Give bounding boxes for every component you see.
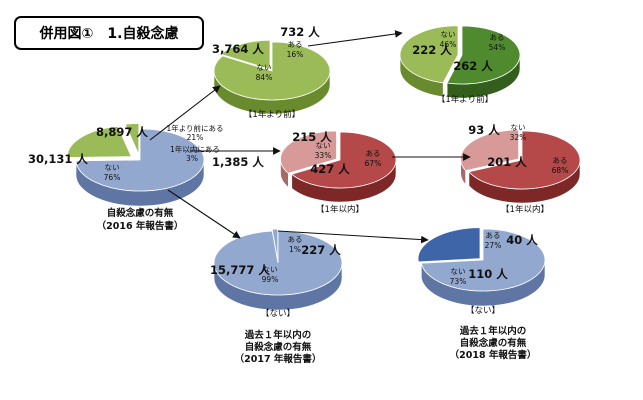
- chart-caption: 過去１年以内の: [244, 329, 312, 341]
- pie-chart-2: [213, 39, 331, 115]
- slice-count-label: 227 人: [301, 243, 341, 257]
- slice-category-label: ある: [288, 40, 303, 49]
- slice-count-label: 201 人: [487, 155, 527, 169]
- slice-share-label: 16%: [287, 50, 304, 59]
- pie-slice: [417, 227, 481, 263]
- slice-category-label: ある: [288, 235, 303, 244]
- pie-slice: [213, 230, 343, 296]
- slice-share-label: 76%: [104, 173, 121, 182]
- pie-chart-7: [417, 227, 546, 307]
- chart-caption: 自殺念慮の有無: [460, 337, 527, 349]
- slice-count-label: 15,777 人: [210, 263, 270, 277]
- slice-share-label: 32%: [510, 133, 527, 142]
- pie-chart-5: [399, 25, 521, 99]
- pie-chart-3: [280, 130, 397, 203]
- chart-caption: 【1年より前】: [244, 109, 300, 120]
- chart-caption: 【ない】: [466, 306, 500, 316]
- slice-share-label: 68%: [552, 166, 569, 175]
- slice-count-label: 110 人: [468, 267, 508, 281]
- slice-category-label: ない: [441, 30, 456, 39]
- slice-count-label: 222 人: [412, 43, 452, 57]
- slice-share-label: 73%: [450, 277, 467, 286]
- pie-chart-4: [213, 228, 343, 311]
- chart-caption: 【1年より前】: [437, 94, 493, 105]
- pie-slice: [290, 131, 397, 189]
- chart-caption: 【1年以内】: [316, 204, 364, 215]
- pie-slice: [399, 25, 459, 84]
- slice-category-label: ある: [486, 231, 501, 240]
- pie-slice: [124, 123, 140, 155]
- slice-category-label: ない: [105, 163, 120, 172]
- slice-count-label: 30,131 人: [28, 152, 88, 166]
- pie-slice: [271, 228, 279, 262]
- slice-category-label: ある: [366, 149, 381, 158]
- slice-category-label: ない: [316, 141, 331, 150]
- slice-category-label: ある: [553, 156, 568, 165]
- slice-category-label: ある: [490, 33, 505, 42]
- slice-count-label: 215 人: [292, 130, 332, 144]
- pie-slice: [280, 130, 337, 174]
- pie-slice: [219, 39, 271, 70]
- pie-slice: [446, 25, 521, 85]
- chart-caption: 自殺念慮の有無: [107, 207, 174, 219]
- chart-caption: 自殺念慮の有無: [245, 341, 312, 353]
- slice-share-label: 54%: [489, 43, 506, 52]
- slice-category-label: ない: [263, 265, 278, 274]
- pie-chart-1: [66, 123, 205, 207]
- flow-arrow-before-2017-to-2018: [307, 30, 403, 47]
- pie-slice: [75, 128, 205, 192]
- figure-title: 併用図① 1.自殺念慮: [14, 16, 204, 50]
- pie-slice: [468, 130, 581, 190]
- slice-category-label: ない: [257, 63, 272, 72]
- slice-count-label: 262 人: [453, 59, 493, 73]
- chart-caption: （2018 年報告書）: [450, 349, 537, 361]
- slice-count-label: 427 人: [310, 162, 350, 176]
- slice-share-label: 21%: [187, 133, 204, 142]
- pie-slice: [460, 129, 520, 172]
- slice-share-label: 84%: [256, 73, 273, 82]
- slice-count-label: 732 人: [280, 25, 320, 39]
- pie-slice: [420, 228, 546, 292]
- slice-count-label: 3,764 人: [212, 42, 264, 56]
- slice-share-label: 33%: [315, 151, 332, 160]
- slice-category-label: ない: [451, 267, 466, 276]
- pie-chart-6: [460, 129, 581, 204]
- flow-arrow-to-none: [167, 189, 241, 239]
- slice-share-label: 67%: [365, 159, 382, 168]
- slice-category-label: ない: [511, 123, 526, 132]
- slice-category-label: 1年以内にある: [170, 144, 220, 154]
- chart-caption: （2017 年報告書）: [235, 353, 322, 365]
- pie-slice: [66, 125, 132, 158]
- slice-count-label: 93 人: [468, 123, 500, 137]
- slice-share-label: 1%: [289, 245, 301, 254]
- slice-share-label: 27%: [485, 241, 502, 250]
- chart-caption: 【ない】: [261, 309, 295, 319]
- slice-count-label: 1,385 人: [212, 155, 264, 169]
- slice-share-label: 99%: [262, 275, 279, 284]
- slice-count-label: 8,897 人: [96, 125, 148, 139]
- chart-caption: （2016 年報告書）: [97, 220, 184, 232]
- slice-count-label: 40 人: [506, 233, 538, 247]
- slice-category-label: 1年より前にある: [166, 123, 223, 133]
- slice-share-label: 3%: [186, 154, 198, 163]
- chart-caption: 【1年以内】: [501, 204, 549, 215]
- chart-caption: 過去１年以内の: [459, 325, 527, 337]
- flow-arrow-none-2017-to-2018: [277, 230, 429, 244]
- pie-slice: [213, 41, 331, 101]
- flow-arrow-to-before-1y: [149, 85, 221, 141]
- slice-share-label: 46%: [440, 40, 457, 49]
